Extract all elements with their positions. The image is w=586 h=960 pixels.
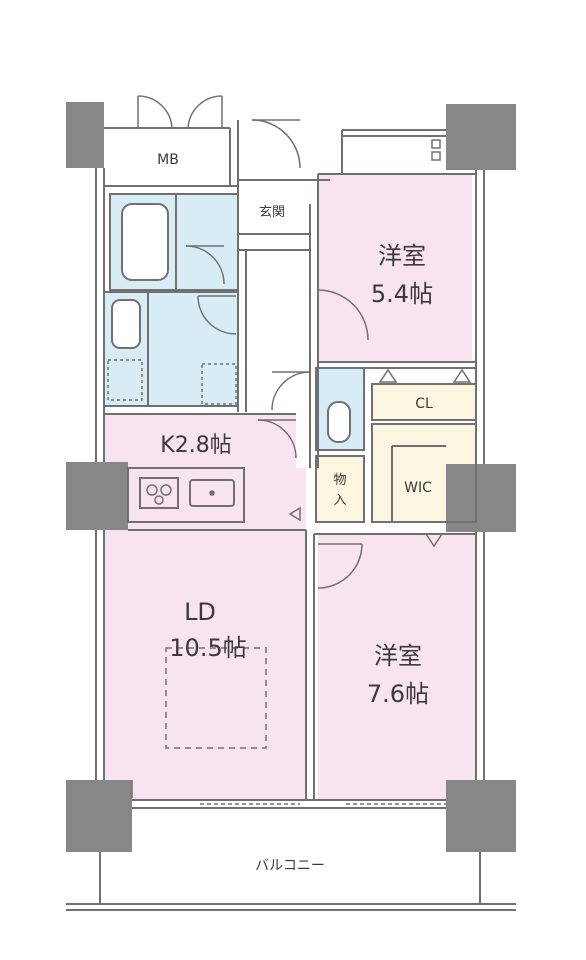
column-top-right bbox=[446, 104, 516, 170]
ld-kitchen-fill bbox=[104, 414, 306, 800]
label-storage-bottom: 入 bbox=[333, 493, 346, 508]
label-western2-name: 洋室 bbox=[374, 642, 422, 670]
column-bottom-left bbox=[66, 780, 132, 852]
label-cl: CL bbox=[415, 396, 433, 412]
label-wic: WIC bbox=[404, 480, 432, 496]
walls bbox=[66, 120, 516, 911]
western-room-2-fill bbox=[318, 534, 476, 800]
label-mb: MB bbox=[157, 152, 179, 168]
label-western1-size: 5.4帖 bbox=[371, 280, 433, 308]
label-ld-name: LD bbox=[184, 598, 216, 626]
label-western1-name: 洋室 bbox=[378, 242, 426, 270]
label-ld-size: 10.5帖 bbox=[169, 634, 246, 662]
label-genkan: 玄関 bbox=[259, 205, 285, 220]
room-labels: MB 玄関 洋室 5.4帖 CL K2.8帖 物 入 WIC LD 10.5帖 … bbox=[157, 152, 433, 874]
column-mid-left bbox=[66, 462, 128, 530]
label-balcony: バルコニー bbox=[255, 858, 325, 874]
doors bbox=[131, 95, 369, 798]
label-storage-top: 物 bbox=[333, 473, 346, 488]
label-kitchen: K2.8帖 bbox=[160, 433, 231, 458]
columns bbox=[66, 102, 516, 852]
column-mid-right bbox=[446, 464, 516, 532]
details bbox=[107, 139, 472, 805]
cl-fill bbox=[372, 384, 476, 420]
storage-fill bbox=[316, 456, 364, 522]
column-top-left bbox=[66, 102, 104, 168]
label-western2-size: 7.6帖 bbox=[367, 680, 429, 708]
western-room-1-fill bbox=[318, 174, 472, 362]
column-bottom-right bbox=[446, 780, 516, 852]
